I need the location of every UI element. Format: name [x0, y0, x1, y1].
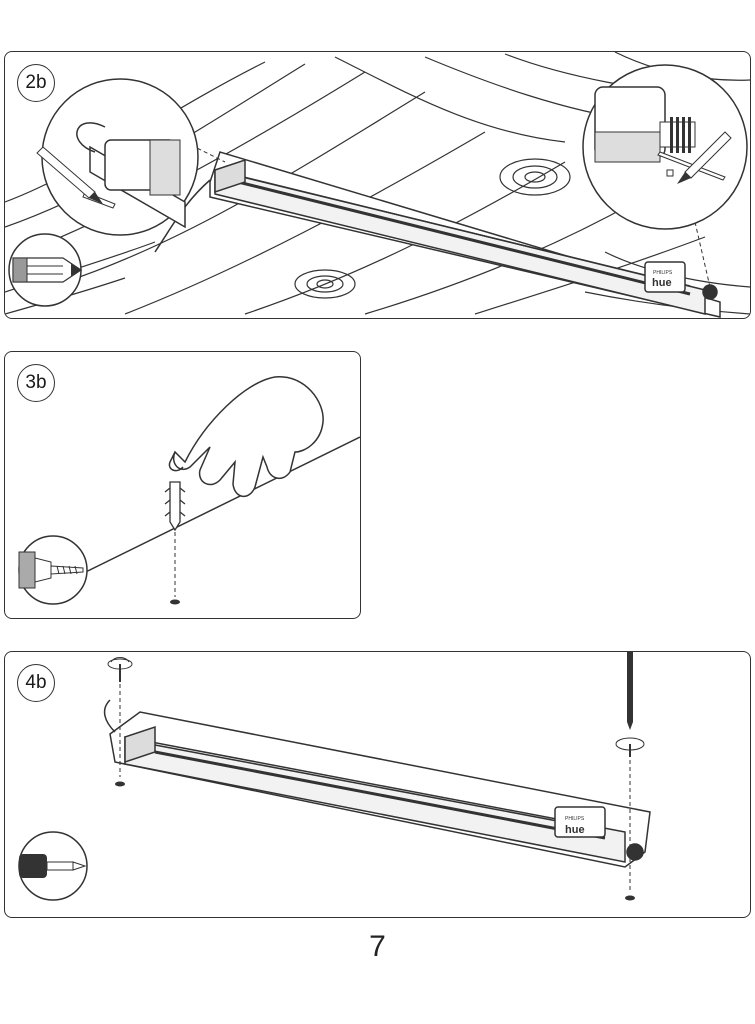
- guide-line-right: [694, 221, 711, 288]
- step-2b-panel: PHILIPS hue: [4, 51, 751, 319]
- brand-small-label: PHILIPS: [565, 816, 585, 822]
- drill-hole: [170, 599, 180, 605]
- hand-icon: [168, 376, 324, 498]
- magnifier-right: [582, 64, 748, 230]
- step-4b-illustration: PHILIPS hue: [18, 652, 651, 901]
- page-number: 7: [369, 930, 386, 963]
- step-number-badge: 3b: [17, 364, 55, 402]
- step-number-badge: 2b: [17, 64, 55, 102]
- ceiling-edge: [44, 436, 360, 593]
- magnifier-left: [36, 78, 199, 236]
- drill-icon: [18, 535, 88, 605]
- brand-label: hue: [652, 277, 672, 289]
- power-cable: [103, 699, 116, 733]
- step-3b-panel: 3b: [4, 351, 361, 619]
- step-number-badge: 4b: [17, 664, 55, 702]
- step-2b-illustration: PHILIPS hue: [5, 52, 750, 318]
- wall-plug-icon: [164, 481, 186, 532]
- light-bar: [209, 151, 721, 318]
- screwdriver-vertical: [615, 652, 645, 901]
- step-3b-illustration: [18, 376, 360, 605]
- pencil-icon: [8, 233, 83, 307]
- step-4b-panel: PHILIPS hue 4b: [4, 651, 751, 918]
- screwdriver-icon: [18, 831, 88, 901]
- light-bar: [109, 711, 651, 868]
- brand-small-label: PHILIPS: [653, 270, 673, 276]
- brand-label: hue: [565, 824, 585, 836]
- wood-surface: [5, 52, 750, 315]
- screw-icon: [107, 657, 133, 787]
